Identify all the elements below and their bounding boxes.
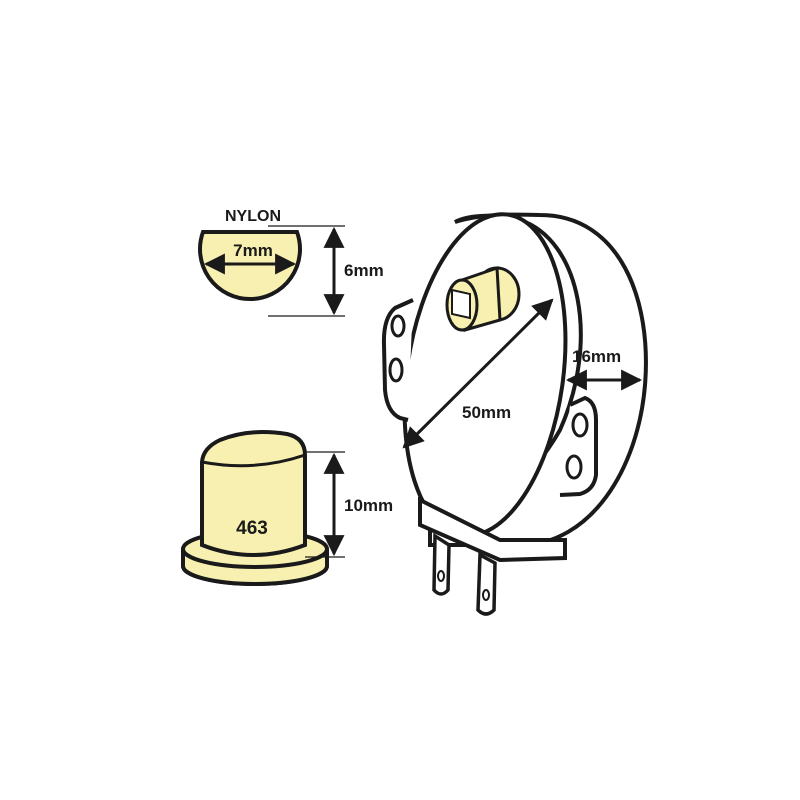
shaft-diameter-label: 7mm <box>233 241 273 260</box>
motor-depth-label: 16mm <box>572 347 621 366</box>
motor-diameter-arrow <box>402 298 554 449</box>
material-label: NYLON <box>225 208 281 225</box>
motor-diameter-label: 50mm <box>462 403 511 422</box>
shaft-height-label: 6mm <box>344 261 384 280</box>
nylon-coupler: 463 10mm <box>181 430 393 586</box>
left-ear-hole-top <box>390 314 406 338</box>
right-ear-hole-bottom <box>565 454 583 480</box>
right-ear-hole-top <box>571 412 589 438</box>
terminal-left <box>432 532 451 596</box>
terminal-block <box>418 496 567 563</box>
terminal-right <box>476 552 497 616</box>
synchronous-motor: 50mm 16mm <box>381 212 648 616</box>
coupler-part-number: 463 <box>236 518 268 539</box>
terminal-left-hole <box>437 570 445 582</box>
coupler-top-face <box>201 453 306 468</box>
shaft-cross-section: NYLON 7mm 6mm <box>198 208 384 317</box>
coupler-height-label: 10mm <box>344 496 393 515</box>
shaft-flat <box>451 288 471 320</box>
terminal-right-hole <box>482 589 490 601</box>
left-ear-hole-bottom <box>388 357 404 383</box>
